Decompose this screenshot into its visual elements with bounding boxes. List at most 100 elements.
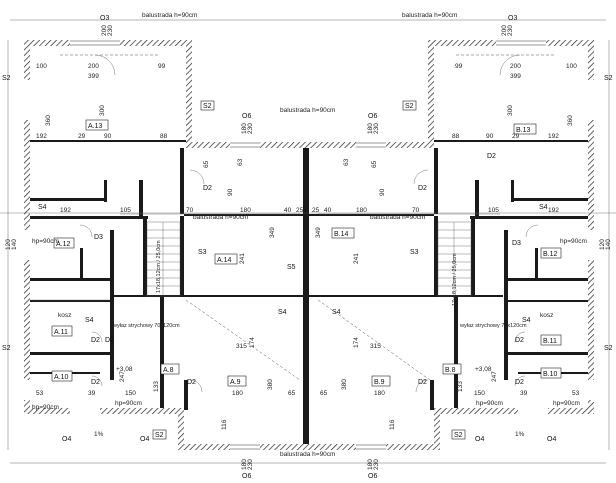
dim-70-r: 70 — [412, 207, 420, 214]
outer-walls — [24, 40, 594, 450]
dim-63-l: 63 — [237, 158, 244, 166]
balustrade-label-mid-right: balustrada h=90cm — [370, 214, 425, 221]
door-swings — [79, 54, 539, 393]
tag-s3-right: S3 — [410, 249, 419, 256]
kosz-right: kosz — [540, 312, 553, 319]
tag-d2-left-a: D2 — [91, 337, 100, 344]
window-tag-o6-bottom-right: O6 — [368, 473, 377, 480]
dim-65-br: 65 — [320, 390, 328, 397]
dim-90-tl: 90 — [104, 133, 112, 140]
dim-70-l: 70 — [186, 207, 194, 214]
dim-315-r: 315 — [370, 343, 381, 350]
room-a8: A.8 — [163, 367, 174, 374]
dim-133-l: 133 — [153, 381, 160, 392]
dim-180-o6-r: 180 — [367, 123, 374, 134]
dim-180-o6-l: 180 — [241, 123, 248, 134]
windows — [22, 38, 596, 452]
dim-180-o6-bl: 180 — [241, 459, 248, 470]
dim-180-l: 180 — [240, 207, 251, 214]
tag-d2-mid-left: D2 — [105, 337, 114, 344]
dim-230-tr-v: 230 — [507, 25, 514, 36]
room-b11: B.11 — [543, 338, 557, 345]
dim-53-l: 53 — [36, 390, 44, 397]
dim-315-l: 315 — [236, 343, 247, 350]
window-tag-o4-right-b: O4 — [547, 436, 556, 443]
level-left: +3,08 — [116, 366, 133, 373]
dim-29-tl: 29 — [78, 133, 86, 140]
dim-65-l: 65 — [203, 160, 210, 168]
dim-180-br: 180 — [374, 390, 385, 397]
room-a9: A.9 — [230, 379, 241, 386]
dim-230-o6-l: 230 — [247, 123, 254, 134]
slope-left: 1% — [94, 431, 104, 438]
dim-200-tl-v: 200 — [101, 25, 108, 36]
dim-90-cl: 90 — [227, 188, 234, 196]
balustrade-label-top-right: balustrada h=90cm — [402, 12, 457, 19]
room-a14: A.14 — [217, 257, 232, 264]
tag-s3-left: S3 — [198, 249, 207, 256]
dim-25-r: 25 — [312, 207, 320, 214]
dim-133-r: 133 — [457, 381, 464, 392]
tag-s4-center-left: S4 — [278, 309, 287, 316]
room-b8: B.8 — [445, 367, 456, 374]
dim-200-tl: 200 — [88, 63, 99, 70]
tag-d2-top-right: D2 — [487, 153, 496, 160]
dim-349-l: 349 — [269, 227, 276, 238]
dim-40-r: 40 — [324, 207, 332, 214]
tag-s2-edge-right: S2 — [604, 345, 613, 352]
wylaz-right: wyłaz strychowy 70x120cm — [459, 323, 527, 329]
dim-90-cr: 90 — [379, 188, 386, 196]
dim-120-edge-r: 120 — [599, 239, 606, 250]
dim-192-mid-l: 192 — [60, 207, 71, 214]
window-tag-o4-left-a: O4 — [62, 436, 71, 443]
dim-247-l: 247 — [119, 371, 126, 382]
dim-140-edge-l: 140 — [11, 239, 18, 250]
tag-s2-top-right: S2 — [405, 103, 414, 110]
dim-105-r: 105 — [488, 207, 499, 214]
tag-s4-right: S4 — [539, 204, 548, 211]
room-labels: A.13 A.12 A.11 A.10 A.14 A.8 A.9 B.13 B.… — [51, 119, 562, 387]
tag-d3-right: D3 — [512, 240, 521, 247]
dim-230-o6-br: 230 — [373, 459, 380, 470]
hp-label-left-mid: hp=90cm — [32, 238, 59, 245]
dim-40-l: 40 — [284, 207, 292, 214]
dim-90-tr: 90 — [486, 133, 494, 140]
dim-399-tl: 399 — [88, 73, 99, 80]
dim-150-l: 150 — [125, 390, 136, 397]
dim-63-r: 63 — [343, 158, 350, 166]
dim-39-r: 39 — [520, 390, 528, 397]
dim-180-bl: 180 — [232, 390, 243, 397]
dim-349-r: 349 — [315, 227, 322, 238]
room-b10: B.10 — [543, 371, 558, 378]
tag-s2-bottom-right: S2 — [454, 432, 463, 439]
tag-d2-left-b: D2 — [91, 379, 100, 386]
tag-d2-bottom-left: D2 — [187, 379, 196, 386]
level-right: +3,08 — [475, 366, 492, 373]
dim-100-tl: 100 — [36, 63, 47, 70]
tag-d2-center-right: D2 — [418, 185, 427, 192]
room-a11: A.11 — [54, 329, 68, 336]
dim-65-r: 65 — [371, 160, 378, 168]
dim-88-tl: 88 — [160, 133, 168, 140]
dim-241-r: 241 — [353, 253, 360, 264]
dim-150-r: 150 — [474, 390, 485, 397]
dim-230-o6-bl: 230 — [247, 459, 254, 470]
dim-116-l: 116 — [221, 419, 228, 430]
stairs-right — [437, 221, 472, 297]
dim-360-tr: 360 — [567, 115, 574, 126]
dim-105-l: 105 — [120, 207, 131, 214]
dim-360-tl: 360 — [45, 115, 52, 126]
hp-label-left-bottom-a: hp=90cm — [32, 404, 59, 411]
room-b14: B.14 — [334, 231, 349, 238]
window-tag-o3-left: O3 — [100, 15, 109, 22]
thin-lines — [0, 54, 616, 381]
balustrade-label-center: balustrada h=90cm — [280, 107, 335, 114]
dim-174-r: 174 — [353, 337, 360, 348]
dim-120-edge-l: 120 — [5, 239, 12, 250]
tag-d2-center-left: D2 — [203, 185, 212, 192]
room-a13: A.13 — [88, 123, 103, 130]
stairs-left — [146, 221, 181, 297]
dim-192-tr: 192 — [548, 133, 559, 140]
tag-s4-box-left: S4 — [85, 317, 94, 324]
